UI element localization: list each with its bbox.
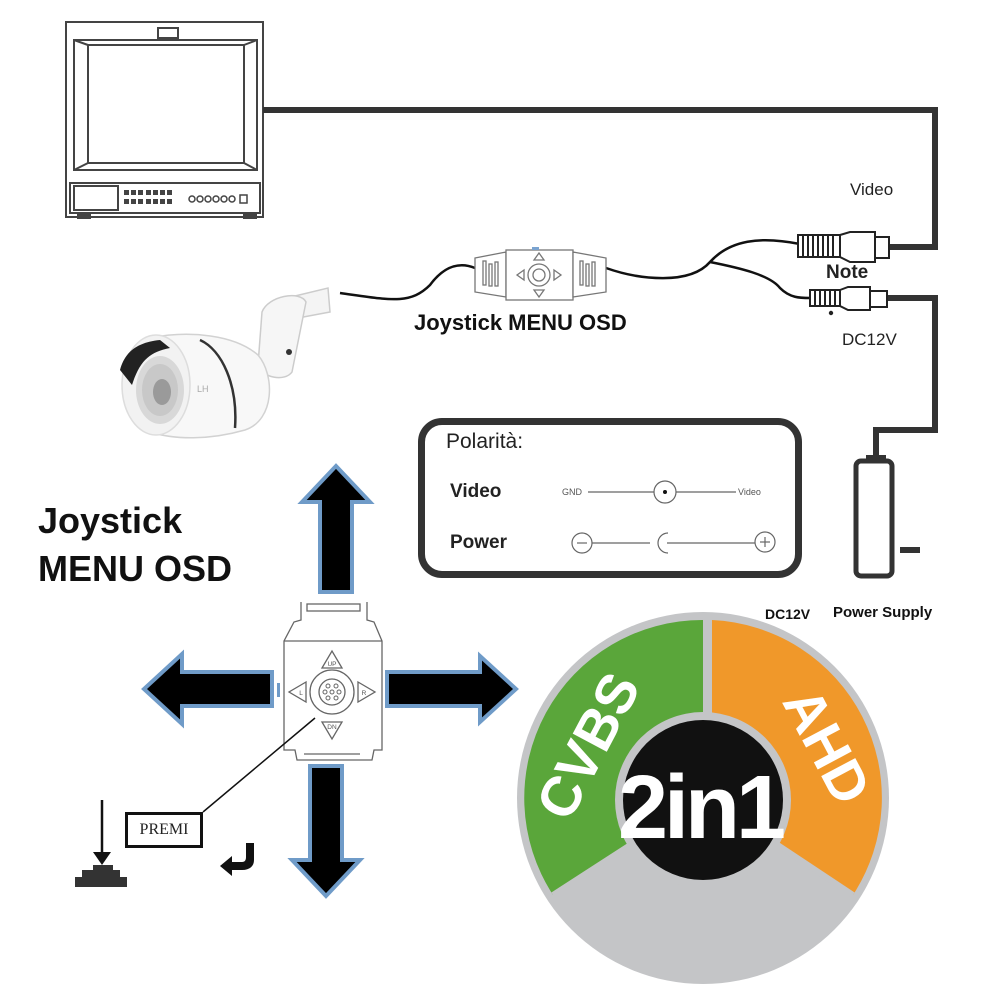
dc12v-input-label: DC12V bbox=[842, 330, 897, 349]
joystick-left-key bbox=[287, 680, 307, 704]
two-in-one-badge: 2in1 CVBS AHD bbox=[517, 612, 889, 984]
premi-label-box: PREMI bbox=[125, 812, 203, 848]
camera-cable bbox=[339, 239, 811, 301]
joystick-key-left-label: L bbox=[299, 690, 303, 697]
power-jack-icon bbox=[657, 532, 669, 554]
camera-brand-mark: LH bbox=[197, 384, 209, 394]
joystick-title-line2: MENU OSD bbox=[38, 548, 233, 589]
arrow-down-icon bbox=[287, 764, 365, 899]
badge-center-disc bbox=[623, 720, 783, 880]
premi-callout-line bbox=[202, 717, 316, 813]
joystick-key-right-label: R bbox=[362, 690, 367, 697]
arrow-left-icon bbox=[141, 649, 274, 729]
note-label: Note bbox=[826, 262, 869, 283]
premi-label: PREMI bbox=[139, 821, 189, 838]
polarity-video-pin-label: Video bbox=[738, 487, 761, 497]
polarity-panel bbox=[418, 418, 802, 578]
press-down-icon bbox=[75, 800, 127, 887]
joystick-right-key bbox=[357, 680, 377, 704]
joystick-title-line1: Joystick bbox=[38, 500, 183, 541]
joystick-down-key bbox=[320, 721, 344, 741]
bullet-camera-icon: LH bbox=[120, 287, 331, 439]
dc12v-supply-label: DC12V bbox=[765, 606, 811, 622]
polarity-title: Polarità: bbox=[446, 430, 524, 453]
power-rca-connector-icon bbox=[809, 286, 888, 316]
polarity-power-label: Power bbox=[450, 532, 508, 553]
power-supply-icon bbox=[853, 455, 920, 579]
polarity-diagram bbox=[571, 480, 776, 554]
return-arrow-icon bbox=[220, 843, 254, 876]
video-cable bbox=[263, 107, 938, 250]
polarity-video-label: Video bbox=[450, 481, 502, 502]
badge-center-label: 2in1 bbox=[618, 758, 784, 858]
joystick-caption: Joystick MENU OSD bbox=[414, 310, 627, 335]
joystick-up-key bbox=[320, 649, 344, 669]
arrow-right-icon bbox=[385, 651, 519, 727]
arrow-up-icon bbox=[297, 463, 375, 594]
video-label: Video bbox=[850, 180, 894, 199]
joystick-arrows bbox=[141, 463, 519, 899]
monitor-icon bbox=[65, 21, 264, 219]
joystick-key-up-label: UP bbox=[327, 661, 336, 668]
power-supply-label: Power Supply bbox=[833, 604, 933, 621]
video-rca-connector-icon bbox=[797, 231, 890, 263]
joystick-icon bbox=[277, 602, 383, 761]
joystick-key-down-label: DN bbox=[327, 724, 337, 731]
power-plus-icon bbox=[754, 531, 776, 553]
polarity-gnd-label: GND bbox=[562, 487, 582, 497]
inline-joystick-icon bbox=[474, 247, 607, 301]
power-cable bbox=[873, 295, 938, 455]
